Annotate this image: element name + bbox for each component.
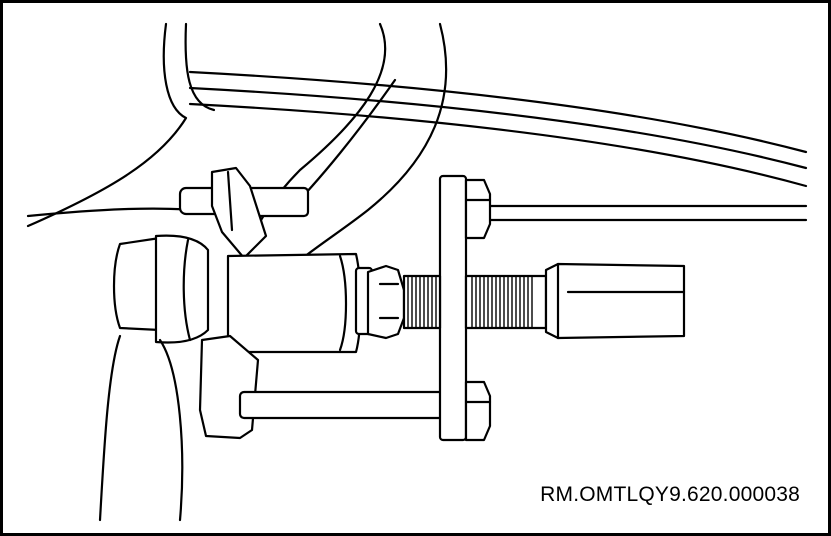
plate-bolts — [464, 178, 492, 442]
knuckle — [98, 234, 210, 522]
puller-upper-jaw — [210, 166, 268, 260]
upper-guide-bolt — [178, 186, 310, 218]
figure-reference-code: RM.OMTLQY9.620.000038 — [540, 483, 800, 506]
puller-illustration — [26, 22, 808, 522]
spring-rails — [188, 70, 808, 222]
puller-body — [226, 252, 362, 354]
threaded-spindle — [354, 262, 686, 340]
cross-plate — [438, 174, 468, 442]
